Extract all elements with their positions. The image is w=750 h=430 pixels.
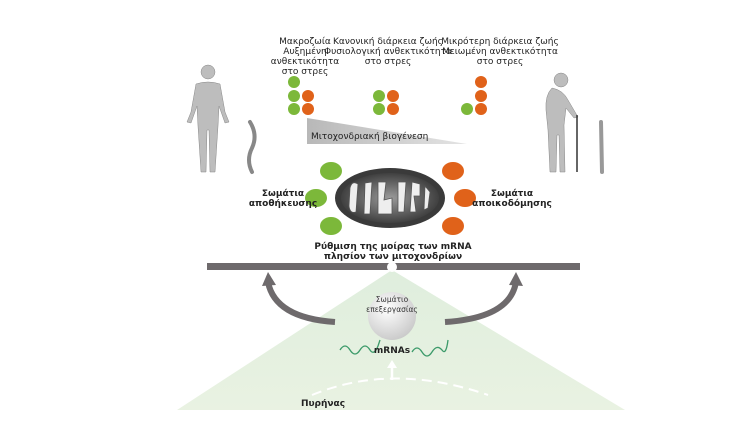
svg-text:αποθήκευσης: αποθήκευσης — [249, 199, 317, 209]
processing-body-label: Σωμάτιο επεξεργασίας — [366, 295, 418, 314]
svg-text:Κανονική διάρκεια ζωής: Κανονική διάρκεια ζωής — [333, 37, 443, 47]
old-human-icon — [545, 72, 579, 173]
svg-text:Αυξημένη: Αυξημένη — [283, 46, 326, 57]
dots-longevity — [288, 76, 314, 115]
svg-text:αποικοδόμησης: αποικοδόμησης — [472, 198, 552, 209]
svg-text:ανθεκτικότητα: ανθεκτικότητα — [271, 56, 339, 67]
column-label-normal: Κανονική διάρκεια ζωής Φυσιολογική ανθεκ… — [324, 37, 452, 67]
storage-bodies — [305, 162, 342, 235]
biogenesis-wedge — [307, 118, 467, 144]
degradation-bodies — [442, 162, 476, 235]
nuclear-pore — [387, 262, 397, 272]
dots-normal — [373, 90, 399, 115]
mrna-wave-right — [411, 339, 449, 357]
mrna-wave-left — [339, 339, 381, 355]
svg-text:επεξεργασίας: επεξεργασίας — [366, 305, 418, 314]
nuclear-envelope — [311, 377, 489, 396]
left-curved-arrow — [262, 272, 336, 325]
svg-text:Σωμάτιο: Σωμάτιο — [376, 295, 409, 304]
processing-body — [368, 292, 416, 340]
svg-text:στο στρες: στο στρες — [477, 57, 523, 67]
degradation-bodies-label: Σωμάτια αποικοδόμησης — [472, 189, 552, 209]
young-human-icon — [186, 64, 230, 173]
svg-text:Μακροζωία: Μακροζωία — [279, 37, 331, 47]
svg-text:πλησίον των μιτοχονδρίων: πλησίον των μιτοχονδρίων — [324, 251, 462, 262]
old-worm-icon — [599, 120, 604, 174]
right-curved-arrow — [444, 272, 523, 325]
svg-text:στο στρες: στο στρες — [282, 67, 328, 77]
biogenesis-label: Μιτοχονδριακή βιογένεση — [311, 131, 428, 142]
mrnas-label: mRNAs — [374, 346, 410, 356]
mitochondrion-icon — [335, 168, 445, 228]
column-label-short: Μικρότερη διάρκεια ζωής Μειωμένη ανθεκτι… — [441, 36, 559, 67]
svg-text:Σωμάτια: Σωμάτια — [491, 189, 533, 199]
svg-text:Μικρότερη διάρκεια ζωής: Μικρότερη διάρκεια ζωής — [441, 36, 559, 47]
regulation-label: Ρύθμιση της μοίρας των mRNA πλησίον των … — [314, 241, 471, 262]
young-worm-icon — [247, 120, 257, 174]
svg-text:Ρύθμιση της μοίρας των mRNA: Ρύθμιση της μοίρας των mRNA — [314, 241, 471, 252]
svg-text:Φυσιολογική ανθεκτικότητα: Φυσιολογική ανθεκτικότητα — [324, 46, 452, 57]
column-label-longevity: Μακροζωία Αυξημένη ανθεκτικότητα στο στρ… — [271, 37, 339, 77]
export-arrowhead — [387, 360, 397, 368]
svg-text:Σωμάτια: Σωμάτια — [262, 189, 304, 199]
svg-text:στο στρες: στο στρες — [365, 57, 411, 67]
cytoplasm-region — [177, 270, 625, 410]
dots-short — [461, 76, 487, 115]
svg-text:Μειωμένη ανθεκτικότητα: Μειωμένη ανθεκτικότητα — [442, 46, 558, 57]
nucleus-label: Πυρήνας — [301, 399, 345, 409]
storage-bodies-label: Σωμάτια αποθήκευσης — [249, 189, 317, 209]
